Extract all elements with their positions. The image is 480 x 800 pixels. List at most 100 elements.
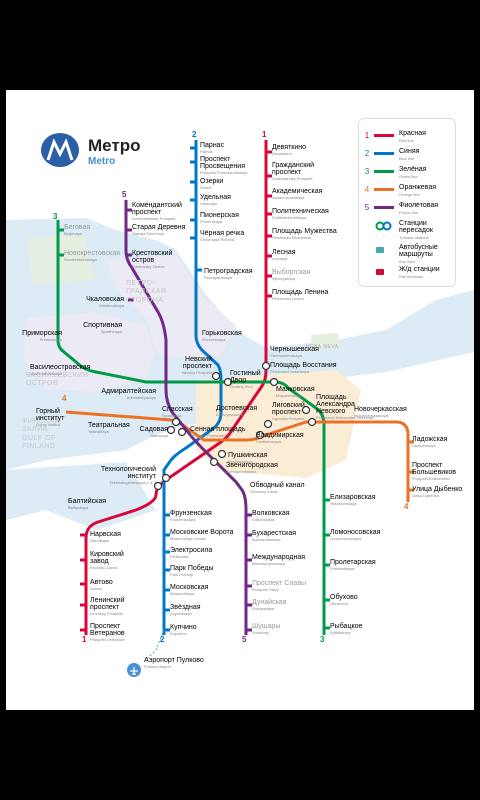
legend-num: 3 (364, 167, 370, 176)
station-name-en: Kupchino (170, 631, 187, 636)
station-name-en: Prospekt Veteranov (90, 637, 125, 642)
station-name: Академическая (272, 188, 323, 195)
station-name-en: Ladozhskaya (412, 443, 436, 448)
station-name-en: Primorskaya (39, 337, 62, 342)
station-name: Старая Деревня (132, 224, 186, 231)
station-name-en: Mezhdunarodnaya (252, 561, 286, 566)
station-name: Ломоносовская (330, 529, 381, 536)
station-name-en: Admiralteyskaya (126, 395, 156, 400)
station-name-en: Devyatkino (272, 151, 292, 156)
line-number-orange: 4 (62, 394, 67, 403)
station-name: Гражданский проспект (272, 162, 315, 176)
station-name: Купчино (170, 624, 197, 631)
station-name: Достоевская (216, 405, 258, 412)
station-name: Елизаровская (330, 494, 376, 501)
station-name-en: Obukhovo (330, 601, 349, 606)
station-name-en: Chernyshevskaya (270, 353, 302, 358)
station-name-en: Chkalovskaya (99, 303, 124, 308)
station-name: Выборгская (272, 269, 311, 276)
station-name-en: Avtovo (90, 586, 103, 591)
station-name: Бухарестская (252, 530, 297, 537)
district-vasilievsky: ВАСИЛЬЕВСКИЙ ОСТРОВ (26, 372, 89, 388)
station-name-en: Ligovsky Prospekt (272, 416, 305, 421)
